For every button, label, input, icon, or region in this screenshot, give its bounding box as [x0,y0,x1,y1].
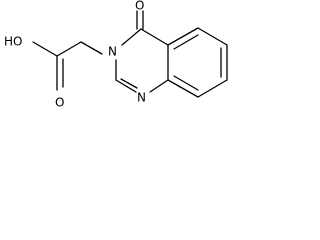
bond-c4-n3 [121,28,142,46]
hydroxyl-label: HO [4,35,22,49]
structure-diagram: HO O O N N [0,0,263,136]
bond-c5-c6 [197,27,228,46]
bond-c2-n1-inner [120,78,138,89]
bond-c2-n1-double [115,79,137,93]
acid-carbonyl-oxygen-label: O [55,96,64,110]
bond-ch2-n [80,41,103,55]
bond-c-ch2 [56,41,82,57]
bond-n1-c8a [149,79,169,93]
bond-c8-c8a [167,79,199,98]
nitrogen-3-label: N [108,45,117,59]
nitrogen-1-label: N [137,91,146,105]
pyrimidinone-ring [115,10,169,93]
bond-inner-c8-c8a [173,75,199,91]
structure-svg: HO O O N N [4,0,228,110]
bond-c7-c8 [197,79,228,98]
bond-ho-c [32,41,58,57]
acetic-acid-group [32,41,103,91]
benzene-ring [167,27,228,98]
bond-inner-c4a-c5 [173,34,199,50]
ring-carbonyl-oxygen-label: O [135,0,144,13]
bond-c4a-c4 [140,28,169,46]
bond-c4a-c5 [167,27,199,46]
